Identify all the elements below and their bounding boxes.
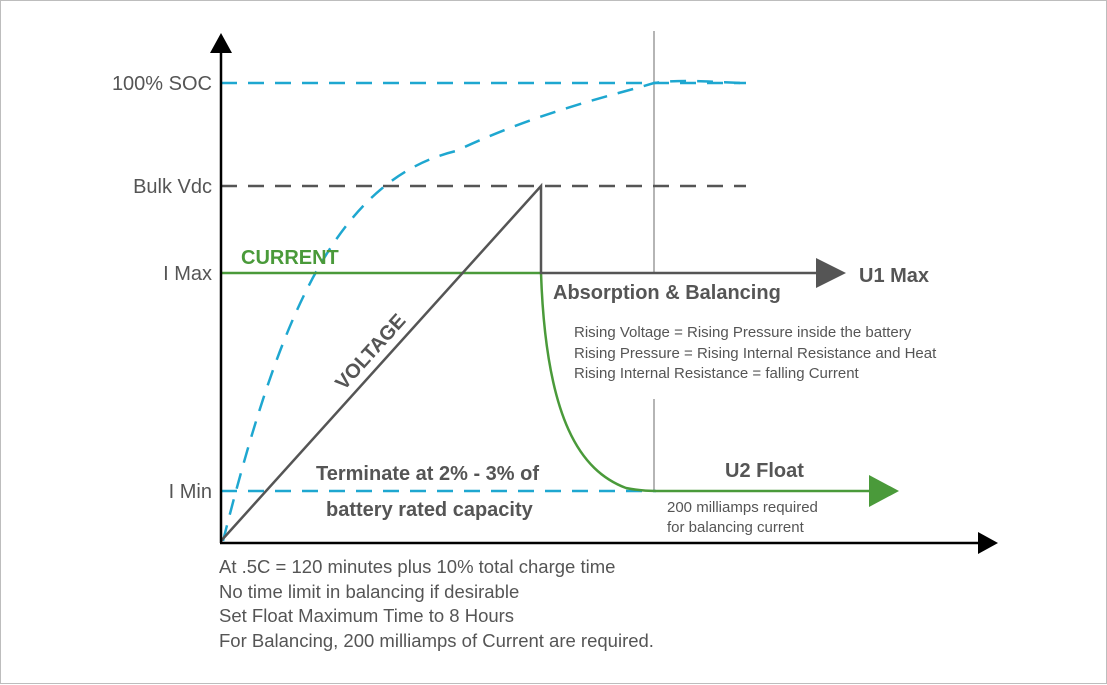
explanation-line: Rising Voltage = Rising Pressure inside … — [574, 324, 912, 341]
absorption-label: Absorption & Balancing — [553, 282, 781, 304]
explanation-line: Rising Pressure = Rising Internal Resist… — [574, 345, 937, 362]
soc-curve — [221, 79, 742, 542]
explanation-line: Rising Internal Resistance = falling Cur… — [574, 365, 860, 382]
float-note-line: for balancing current — [667, 519, 805, 536]
note-line: No time limit in balancing if desirable — [219, 580, 520, 602]
charge-notes: At .5C = 120 minutes plus 10% total char… — [219, 555, 654, 653]
float-note-line: 200 milliamps required — [667, 499, 818, 516]
y-label-imin: I Min — [169, 481, 212, 503]
y-label-bulk: Bulk Vdc — [133, 176, 212, 198]
note-line: At .5C = 120 minutes plus 10% total char… — [219, 556, 616, 577]
current-label: CURRENT — [241, 247, 339, 269]
float-arrow-head — [869, 475, 899, 507]
u1-arrow-head — [816, 258, 846, 288]
x-axis-arrow — [978, 532, 998, 554]
note-line: Set Float Maximum Time to 8 Hours — [219, 605, 515, 626]
voltage-label: VOLTAGE — [331, 310, 410, 394]
note-line: For Balancing, 200 milliamps of Current … — [219, 629, 654, 651]
terminate-line: Terminate at 2% - 3% of — [316, 463, 539, 485]
terminate-line: battery rated capacity — [326, 499, 534, 521]
u1-max-label: U1 Max — [859, 265, 929, 287]
voltage-line — [220, 182, 821, 542]
y-label-soc: 100% SOC — [112, 73, 212, 95]
y-label-imax: I Max — [163, 263, 212, 285]
y-axis-arrow — [210, 33, 232, 53]
u2-float-label: U2 Float — [725, 460, 804, 482]
current-decay-curve — [539, 272, 873, 493]
